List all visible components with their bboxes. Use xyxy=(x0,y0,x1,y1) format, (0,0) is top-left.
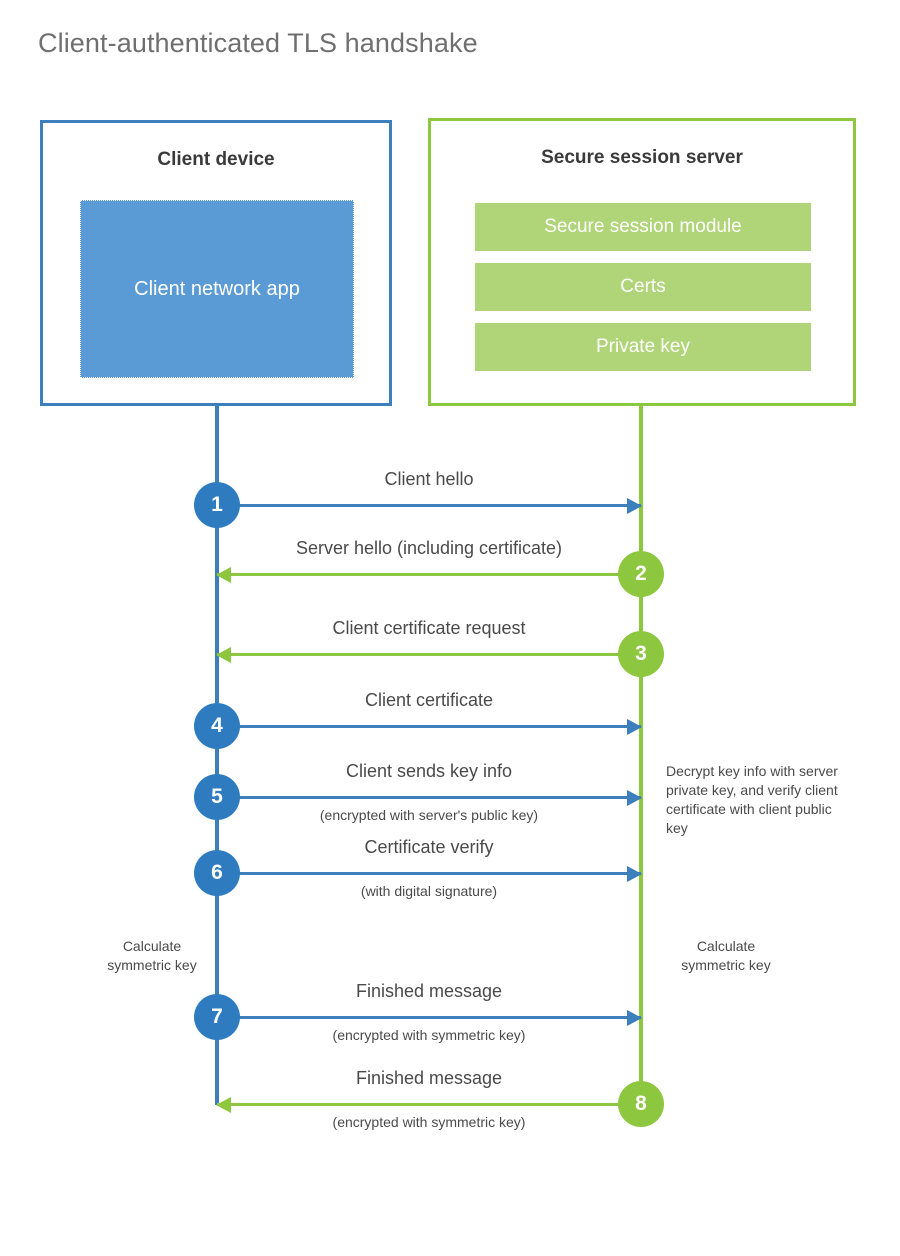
note-server-decrypt: Decrypt key info with server private key… xyxy=(666,763,838,836)
step-badge-6[interactable]: 6 xyxy=(194,850,240,896)
message-label-6: Certificate verify xyxy=(364,837,494,857)
message-label-5: Client sends key info xyxy=(345,761,513,781)
secure-session-server-box: Secure session server Secure session mod… xyxy=(428,118,856,406)
note-client-calculate-symmetric-key: Calculate symmetric key xyxy=(107,938,197,973)
message-sublabel-8: (encrypted with symmetric key) xyxy=(332,1114,526,1130)
message-arrow-line-7 xyxy=(217,1016,641,1019)
client-device-title: Client device xyxy=(157,149,275,170)
arrowhead-icon-2 xyxy=(216,567,231,583)
secure-session-server-title: Secure session server xyxy=(541,147,743,168)
note-server-calculate-symmetric-key: Calculate symmetric key xyxy=(681,938,771,973)
arrowhead-icon-1 xyxy=(627,498,642,514)
arrowhead-icon-6 xyxy=(627,866,642,882)
arrowhead-icon-4 xyxy=(627,719,642,735)
message-arrow-line-6 xyxy=(217,872,641,875)
message-label-7: Finished message xyxy=(355,981,503,1001)
server-lifeline xyxy=(639,403,643,1105)
message-label-8: Finished message xyxy=(355,1068,503,1088)
message-sublabel-6: (with digital signature) xyxy=(360,883,498,899)
step-badge-4[interactable]: 4 xyxy=(194,703,240,749)
step-badge-8[interactable]: 8 xyxy=(618,1081,664,1127)
message-arrow-line-5 xyxy=(217,796,641,799)
client-device-box: Client device Client network app xyxy=(40,120,392,406)
step-badge-5[interactable]: 5 xyxy=(194,774,240,820)
arrowhead-icon-5 xyxy=(627,790,642,806)
message-arrow-line-1 xyxy=(217,504,641,507)
message-arrow-line-8 xyxy=(217,1103,641,1106)
client-network-app-block: Client network app xyxy=(80,200,354,378)
step-badge-7[interactable]: 7 xyxy=(194,994,240,1040)
message-label-4: Client certificate xyxy=(364,690,494,710)
server-bar-certs: Certs xyxy=(475,263,811,311)
message-label-1: Client hello xyxy=(384,469,474,489)
step-badge-1[interactable]: 1 xyxy=(194,482,240,528)
server-bar-secure-session-module: Secure session module xyxy=(475,203,811,251)
message-arrow-line-3 xyxy=(217,653,641,656)
arrowhead-icon-8 xyxy=(216,1097,231,1113)
page-title: Client-authenticated TLS handshake xyxy=(38,28,478,58)
arrowhead-icon-3 xyxy=(216,647,231,663)
client-lifeline xyxy=(215,403,219,1105)
arrowhead-icon-7 xyxy=(627,1010,642,1026)
step-badge-3[interactable]: 3 xyxy=(618,631,664,677)
message-label-2: Server hello (including certificate) xyxy=(295,538,563,558)
message-arrow-line-4 xyxy=(217,725,641,728)
message-sublabel-7: (encrypted with symmetric key) xyxy=(332,1027,526,1043)
server-bar-private-key: Private key xyxy=(475,323,811,371)
message-arrow-line-2 xyxy=(217,573,641,576)
step-badge-2[interactable]: 2 xyxy=(618,551,664,597)
message-sublabel-5: (encrypted with server's public key) xyxy=(319,807,539,823)
message-label-3: Client certificate request xyxy=(332,618,526,638)
